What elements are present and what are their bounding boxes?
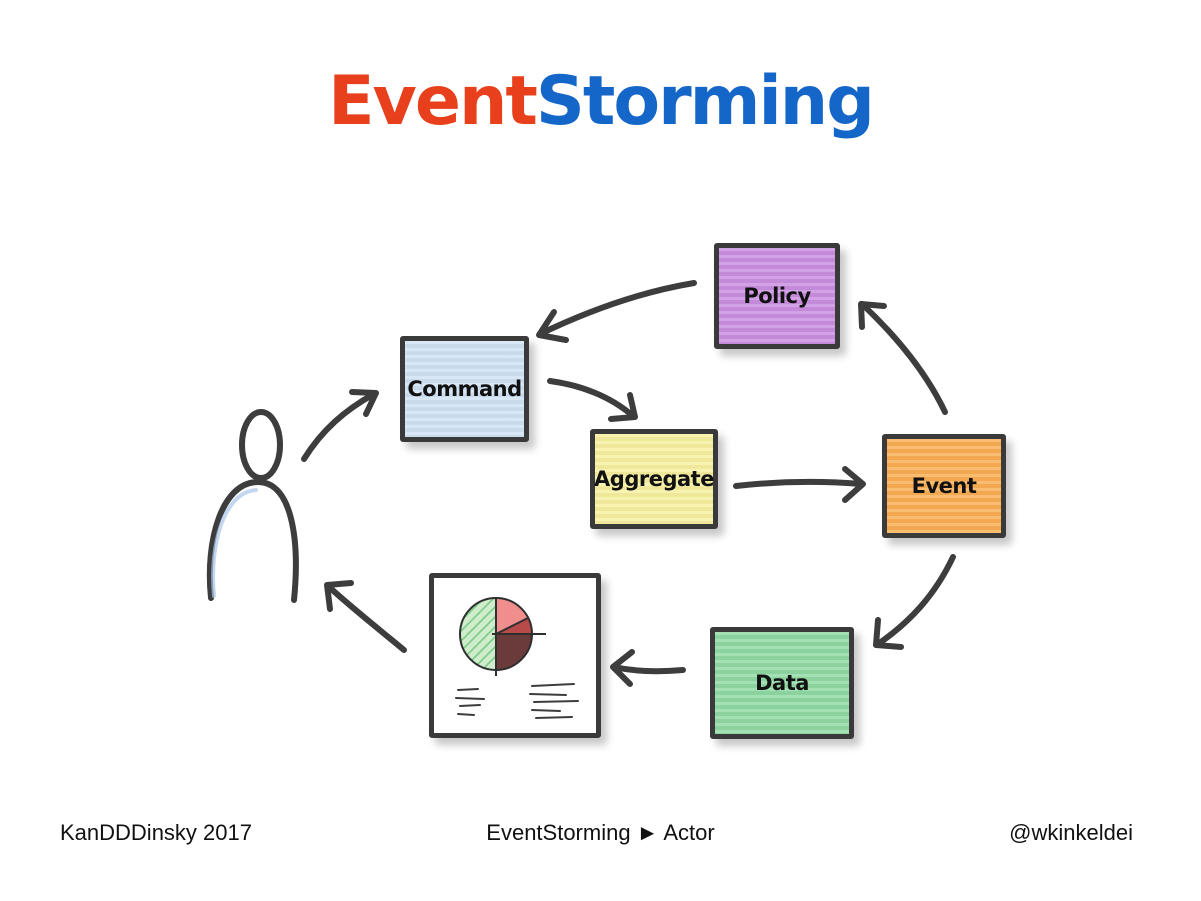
- footer-author-handle: @wkinkeldei: [1009, 820, 1133, 845]
- arrow-aggregate-to-event: [733, 466, 866, 503]
- footer-event-name: KanDDDinsky 2017: [60, 820, 252, 845]
- arrow-readmodel-to-actor: [324, 580, 407, 653]
- pie-chart-report-icon: [455, 597, 579, 719]
- actor-person-icon: [206, 409, 299, 603]
- arrow-policy-to-command: [536, 280, 697, 343]
- aggregate-label: Aggregate: [594, 467, 714, 491]
- aggregate-box: Aggregate: [590, 429, 718, 529]
- title-part-event: Event: [328, 62, 538, 141]
- arrow-event-to-data: [873, 554, 956, 650]
- data-box: Data: [710, 627, 854, 739]
- footer-slide-section: EventStorming ► Actor: [486, 820, 715, 845]
- title-part-storming: Storming: [535, 62, 875, 141]
- policy-label: Policy: [743, 284, 811, 308]
- page-title: EventStorming: [0, 68, 1201, 136]
- arrow-actor-to-command: [301, 389, 379, 462]
- event-box: Event: [882, 434, 1006, 538]
- event-label: Event: [911, 474, 977, 498]
- data-label: Data: [755, 671, 809, 695]
- arrow-event-to-policy: [858, 301, 948, 415]
- arrow-data-to-readmodel: [610, 649, 686, 687]
- arrow-command-to-aggregate: [547, 378, 638, 422]
- read-model-box: [429, 573, 601, 738]
- policy-box: Policy: [714, 243, 840, 349]
- command-box: Command: [400, 336, 529, 442]
- command-label: Command: [407, 377, 522, 401]
